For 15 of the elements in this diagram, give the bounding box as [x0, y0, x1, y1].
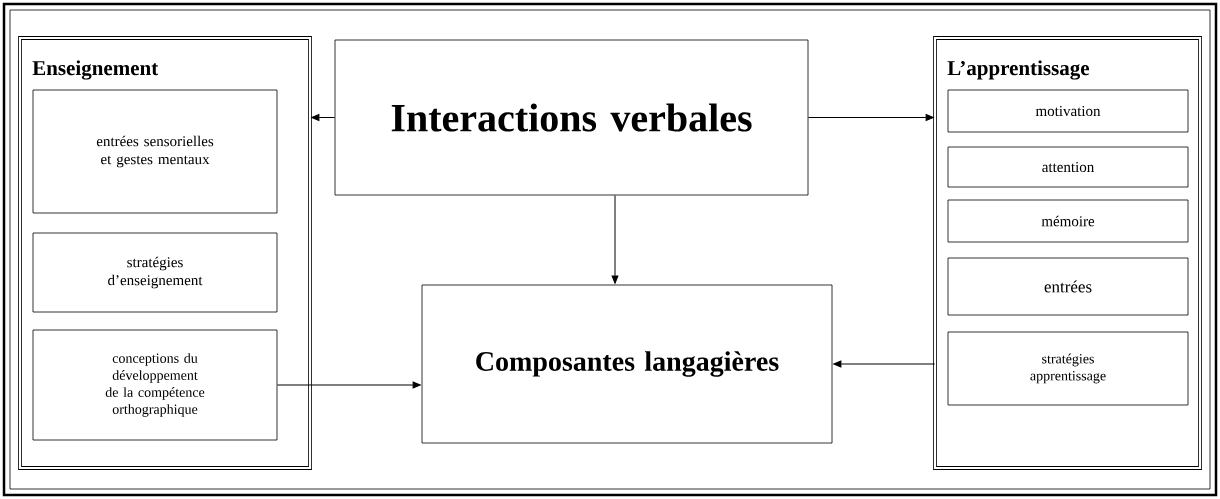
process-box: Interactions verbales — [334, 39, 809, 196]
process-box: stratégies apprentissage — [947, 331, 1189, 406]
arrow — [276, 381, 421, 389]
arrow — [611, 194, 619, 284]
process-box: motivation — [947, 89, 1189, 133]
arrow — [311, 114, 336, 121]
arrow — [807, 114, 934, 121]
process-box: entrées sensorielles et gestes mentaux — [32, 89, 278, 214]
process-box: attention — [947, 146, 1189, 188]
process-box: Composantes langagières — [421, 284, 833, 444]
process-box: conceptions du développement de la compétence orthographique — [32, 329, 278, 441]
process-box: entrées — [947, 257, 1189, 316]
process-box: mémoire — [947, 199, 1189, 243]
arrow — [833, 360, 936, 368]
process-box: stratégies d’enseignement — [32, 232, 278, 313]
